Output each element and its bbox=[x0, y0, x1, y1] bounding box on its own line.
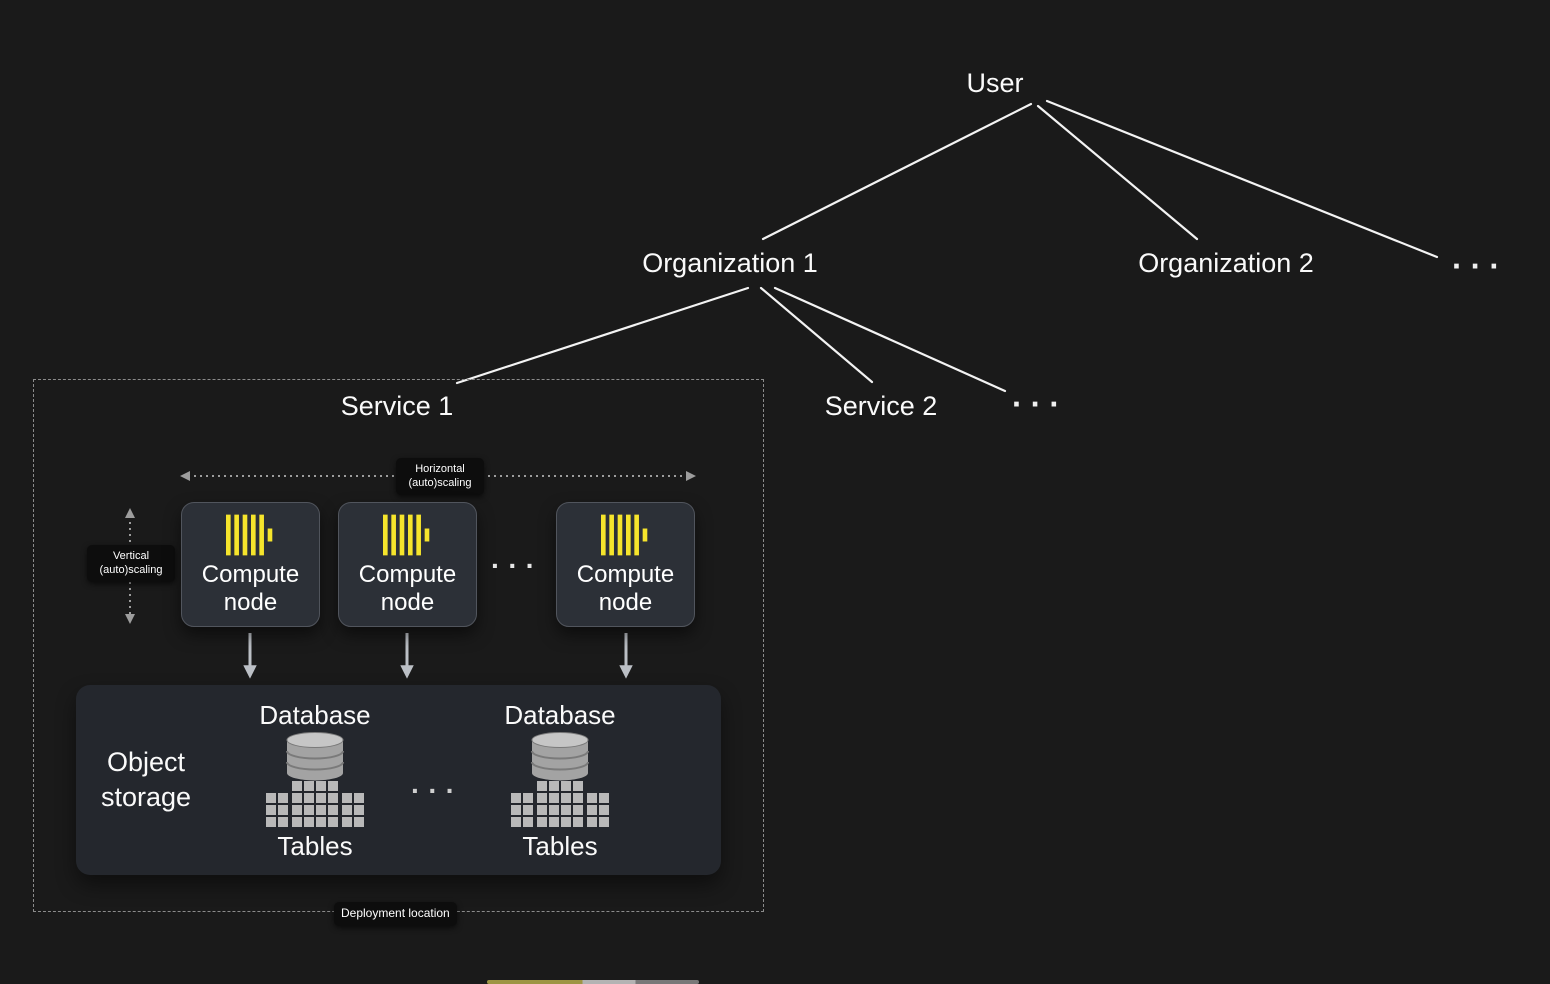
edge-user-more-orgs bbox=[1045, 99, 1439, 259]
compute-node-label: Compute node bbox=[358, 561, 457, 617]
compute-node-label: Compute node bbox=[576, 561, 675, 617]
clickhouse-logo-icon bbox=[225, 514, 272, 556]
services-ellipsis: ··· bbox=[1012, 386, 1068, 422]
database-cylinder-icon bbox=[531, 732, 589, 781]
clickhouse-logo-icon bbox=[600, 514, 647, 556]
bottom-progress-strip bbox=[487, 980, 699, 984]
horizontal-scaling-label: Horizontal (auto)scaling bbox=[396, 458, 484, 495]
compute-nodes-ellipsis: ··· bbox=[491, 550, 543, 581]
edge-user-org2 bbox=[1036, 104, 1199, 241]
edge-org1-service2 bbox=[759, 286, 874, 384]
organization2-label: Organization 2 bbox=[1138, 248, 1314, 278]
compute-node-card-1: Compute node bbox=[181, 502, 320, 627]
databases-ellipsis: ··· bbox=[411, 775, 463, 806]
compute-node-label: Compute node bbox=[201, 561, 300, 617]
object-storage-label: Object storage bbox=[100, 747, 192, 813]
edge-user-org1 bbox=[761, 102, 1033, 241]
user-label: User bbox=[966, 68, 1024, 98]
edge-org1-more-services bbox=[773, 286, 1007, 393]
compute-node-card-2: Compute node bbox=[338, 502, 477, 627]
database-cylinder-icon bbox=[286, 732, 344, 781]
service1-label: Service 1 bbox=[340, 391, 454, 421]
tables-icon bbox=[511, 781, 609, 827]
organization1-label: Organization 1 bbox=[642, 248, 818, 278]
deployment-location-label: Deployment location bbox=[334, 902, 457, 926]
tables-icon bbox=[266, 781, 364, 827]
organizations-ellipsis: ··· bbox=[1452, 248, 1508, 284]
database-label-1: Database bbox=[259, 700, 371, 730]
compute-node-card-3: Compute node bbox=[556, 502, 695, 627]
edge-org1-service1 bbox=[455, 286, 750, 385]
vertical-scaling-label: Vertical (auto)scaling bbox=[87, 545, 175, 582]
database-label-2: Database bbox=[504, 700, 616, 730]
service2-label: Service 2 bbox=[824, 391, 938, 421]
tables-label-2: Tables bbox=[522, 831, 598, 861]
clickhouse-logo-icon bbox=[382, 514, 429, 556]
tables-label-1: Tables bbox=[277, 831, 353, 861]
object-storage-panel: Object storage Database Tables ··· Datab… bbox=[76, 685, 721, 875]
